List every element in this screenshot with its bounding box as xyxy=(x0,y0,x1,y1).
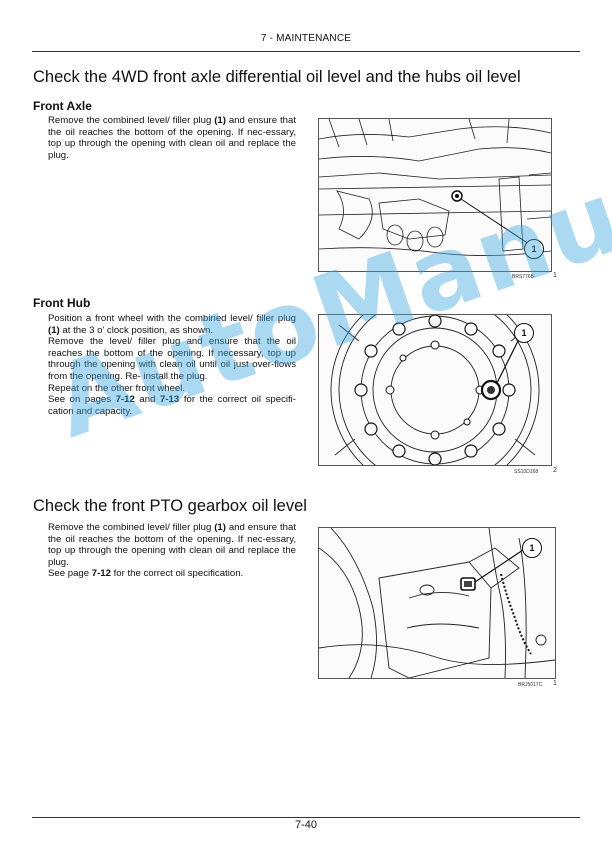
figure-number: 1 xyxy=(553,272,557,279)
header-rule xyxy=(32,51,580,52)
front-hub-illustration xyxy=(330,315,540,465)
paragraph: Remove the level/ filler plug and ensure… xyxy=(48,336,296,382)
figure-ref: BRJ5017C xyxy=(518,682,543,688)
figure-front-axle: 1 xyxy=(318,118,552,272)
figure-ref: SS10D168 xyxy=(514,469,539,475)
callout-1: 1 xyxy=(514,323,534,343)
paragraph: See page 7-12 for the correct oil specif… xyxy=(48,568,244,580)
section-title-front-axle: Check the 4WD front axle differential oi… xyxy=(33,68,521,86)
subsection-heading-front-axle: Front Axle xyxy=(33,99,92,113)
figure-front-pto: 1 xyxy=(318,527,556,679)
front-hub-text: Position a front wheel with the combined… xyxy=(48,313,296,417)
front-axle-text: Remove the combined level/ filler plug (… xyxy=(48,115,296,161)
running-header: 7 - MAINTENANCE xyxy=(260,33,352,44)
callout-1: 1 xyxy=(522,538,542,558)
paragraph: See on pages 7-12 and 7-13 for the corre… xyxy=(48,394,296,417)
page-number: 7-40 xyxy=(294,819,318,831)
figure-front-hub: 1 xyxy=(318,314,552,466)
figure-number: 2 xyxy=(553,467,557,474)
footer-rule xyxy=(32,817,580,818)
figure-number: 1 xyxy=(553,680,557,687)
level-plug xyxy=(451,190,463,202)
section-title-front-pto: Check the front PTO gearbox oil level xyxy=(33,497,307,515)
paragraph: Repeat on the other front wheel. xyxy=(48,382,186,394)
paragraph: Position a front wheel with the combined… xyxy=(48,313,296,336)
callout-1: 1 xyxy=(524,239,544,259)
paragraph: Remove the combined level/ filler plug (… xyxy=(48,115,296,161)
pto-plug xyxy=(460,577,476,591)
paragraph: Remove the combined level/ filler plug (… xyxy=(48,522,296,568)
front-pto-text: Remove the combined level/ filler plug (… xyxy=(48,522,296,580)
subsection-heading-front-hub: Front Hub xyxy=(33,296,91,310)
front-pto-illustration xyxy=(319,528,555,678)
front-axle-illustration xyxy=(319,119,551,256)
figure-ref: BRS776B xyxy=(512,274,534,280)
